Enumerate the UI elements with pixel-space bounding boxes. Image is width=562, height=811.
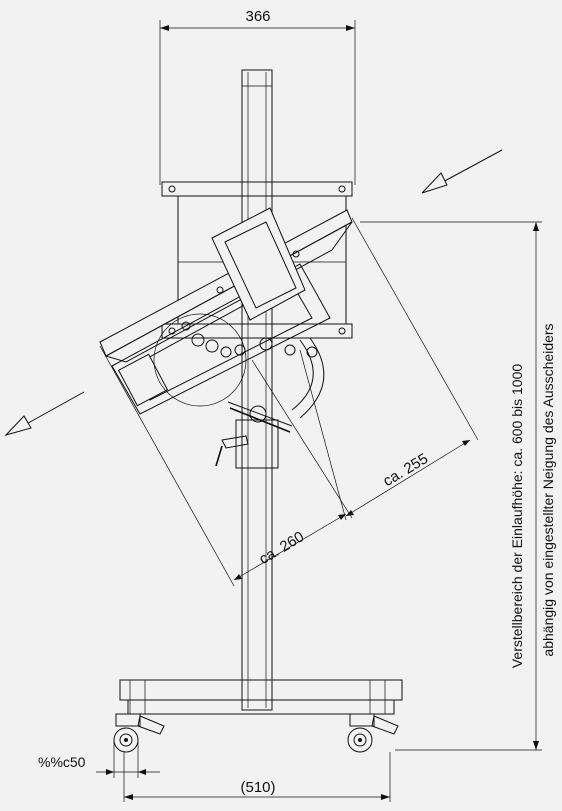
column <box>241 69 273 711</box>
outflow-arrow <box>4 391 85 436</box>
column-clamp <box>235 419 279 469</box>
base-frame <box>119 679 403 715</box>
inclination-note-text: abhängig von eingestellter Neigung des A… <box>540 323 556 656</box>
inflow-arrow <box>421 149 503 194</box>
dim-366-label: 366 <box>245 8 270 25</box>
dim-wheel-label: %%c50 <box>38 754 86 770</box>
height-dimension: Verstellbereich der Einlaufhöhe: ca. 600… <box>360 221 556 751</box>
dimension-wheel: %%c50 <box>38 740 160 778</box>
separator-body <box>99 207 353 467</box>
dim-510-label: (510) <box>240 779 275 796</box>
dimension-510: (510) <box>123 752 391 802</box>
height-range-text: Verstellbereich der Einlaufhöhe: ca. 600… <box>509 364 525 669</box>
dimension-366: 366 <box>159 8 356 185</box>
dim-260-label: ca. 260 <box>256 528 307 568</box>
dim-255-label: ca. 255 <box>380 450 431 490</box>
hopper-frame <box>161 181 353 339</box>
dimension-255: ca. 255 <box>299 217 479 521</box>
caster-left <box>113 713 165 753</box>
caster-right <box>347 713 399 753</box>
